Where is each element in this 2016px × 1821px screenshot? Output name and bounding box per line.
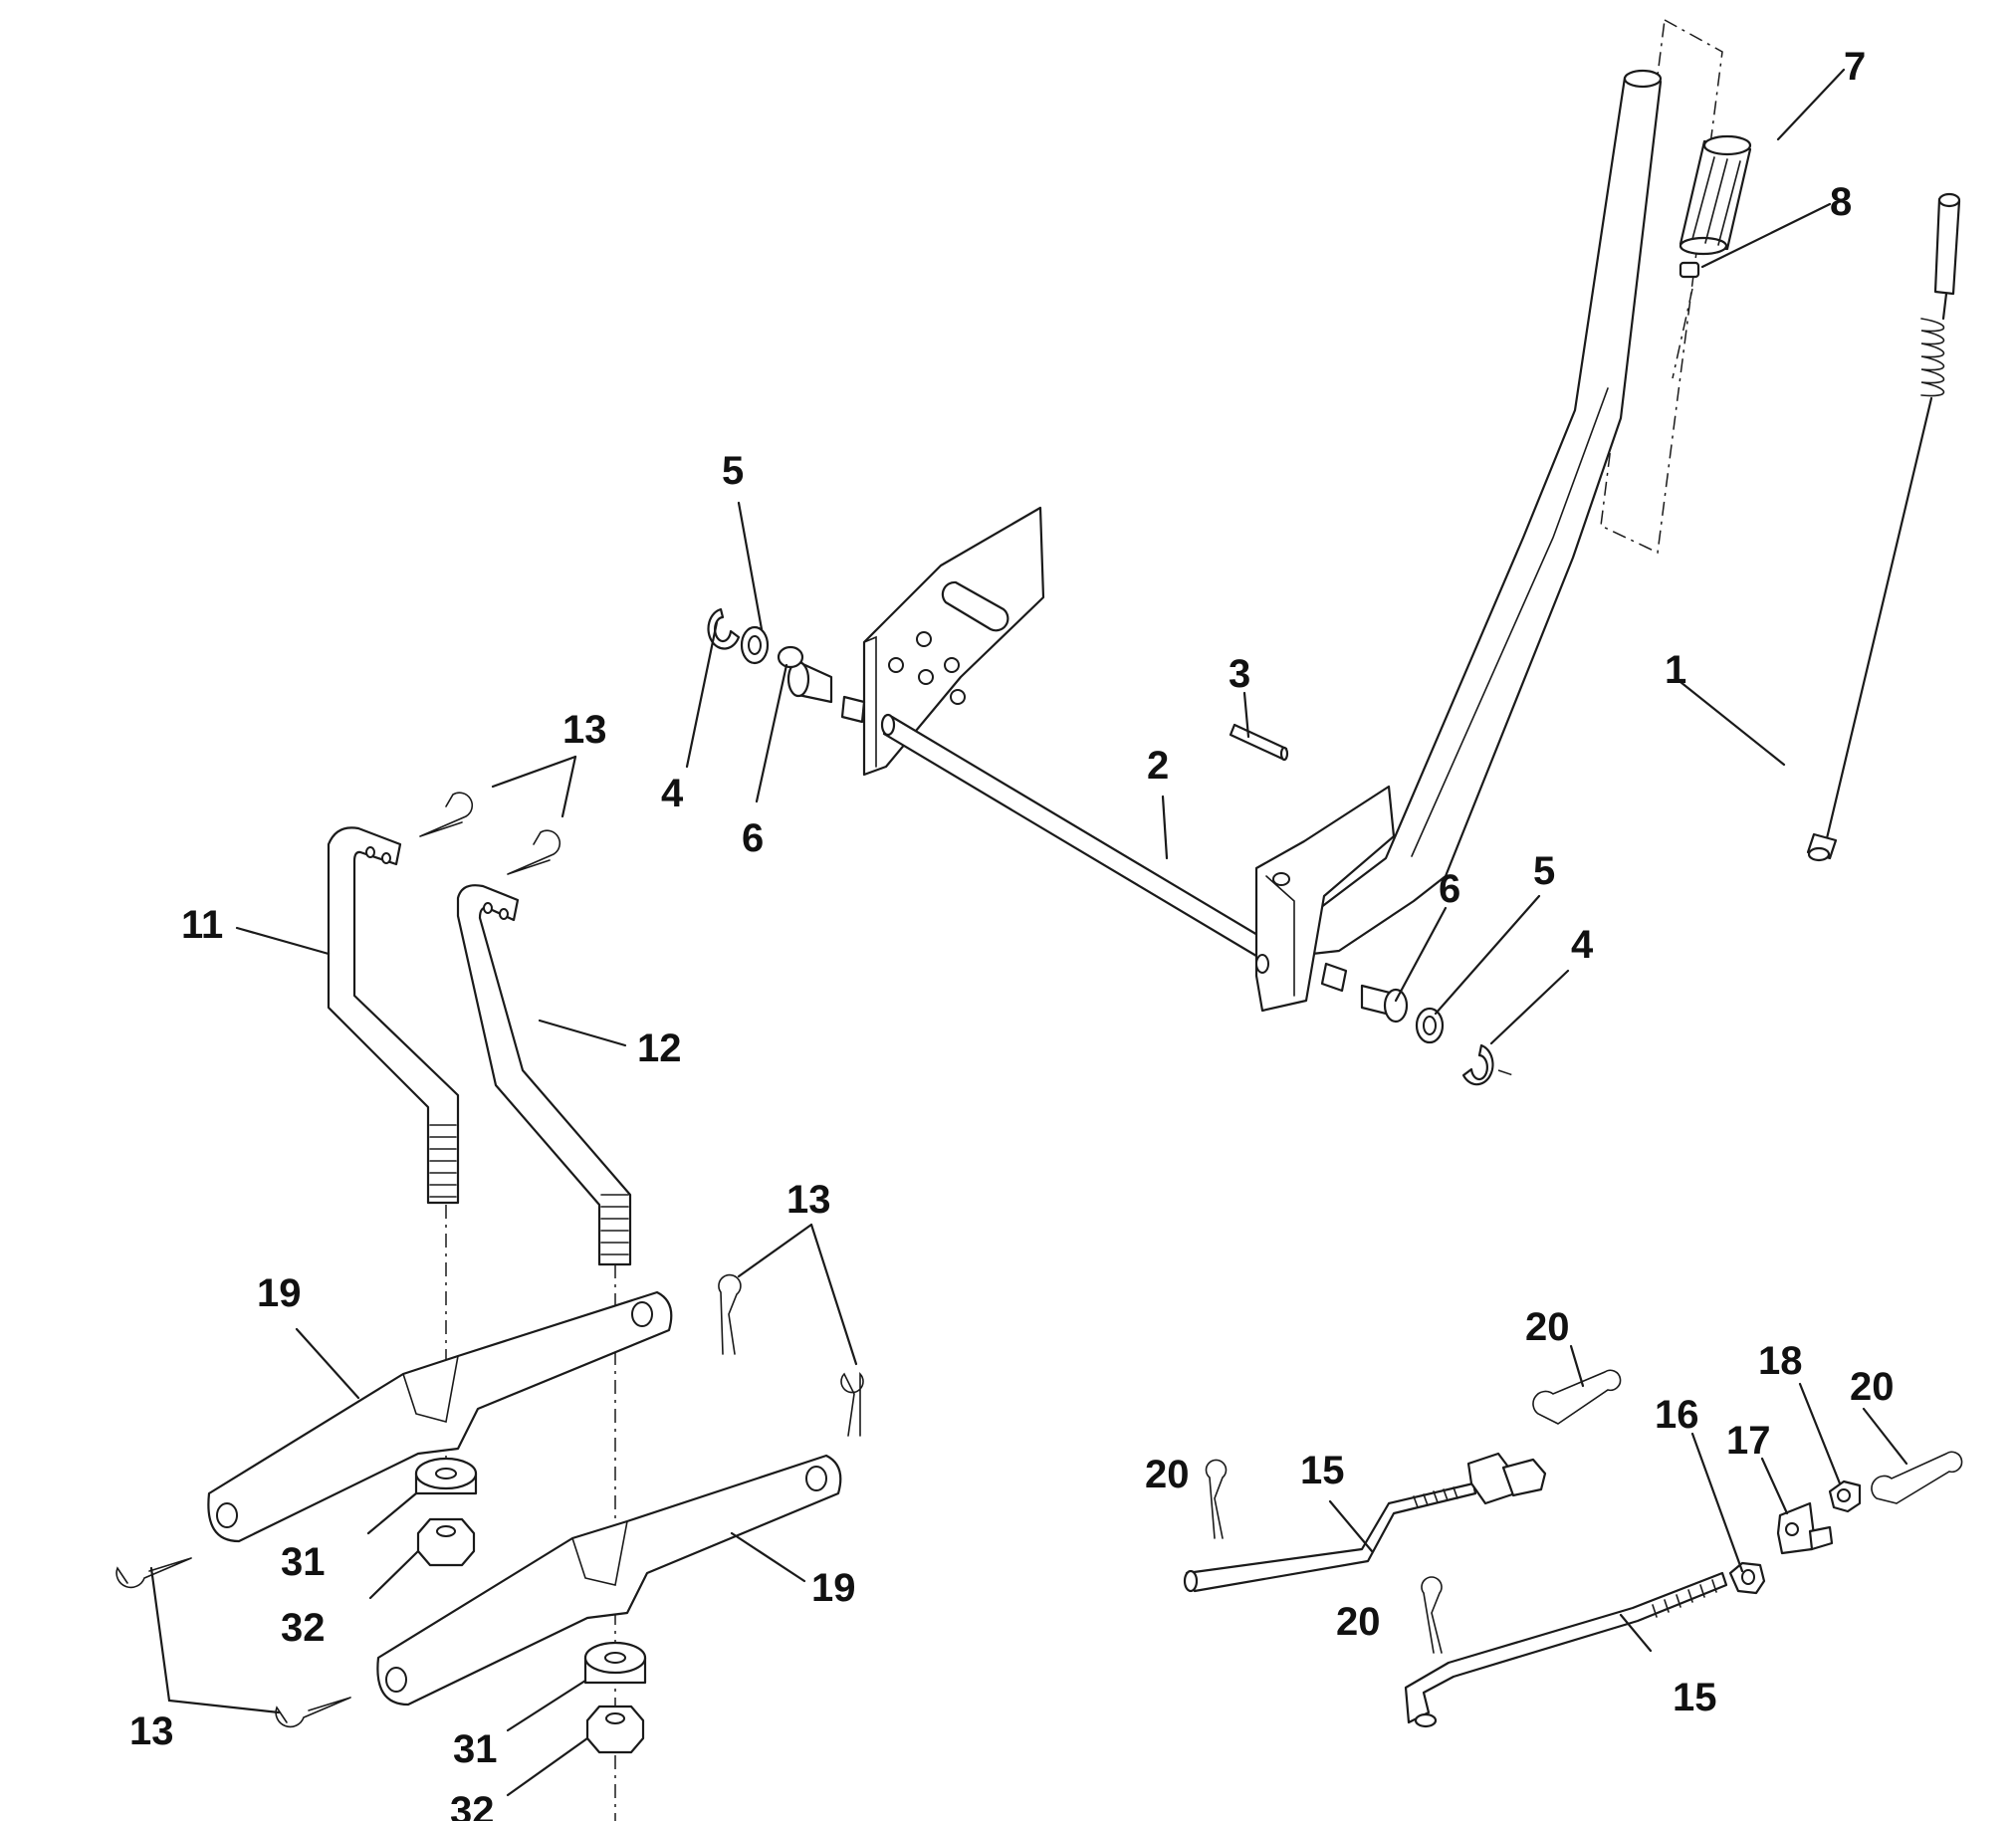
- hairpin-clip: [419, 792, 474, 837]
- callout-19-lower: 19: [811, 1566, 856, 1610]
- hairpin-clip-20: [1421, 1576, 1443, 1654]
- callout-5-right: 5: [1533, 849, 1555, 893]
- leader-lines: [149, 68, 1908, 1797]
- nut-16: [1728, 1561, 1766, 1595]
- shaft: [880, 713, 1286, 970]
- hand-grip: [1679, 134, 1752, 256]
- lift-link-right: [456, 884, 632, 1266]
- hairpin-clip-20: [1205, 1459, 1228, 1539]
- grip-set-screw: [1679, 261, 1700, 279]
- hairpin-clip: [718, 1273, 742, 1355]
- callout-32-upper: 32: [281, 1606, 326, 1650]
- hairpin-clip: [275, 1697, 351, 1728]
- adjust-rod-upper: [1183, 1452, 1547, 1593]
- callout-32-lower: 32: [450, 1789, 495, 1821]
- nut-18: [1828, 1480, 1862, 1513]
- callout-4-left: 4: [661, 772, 684, 815]
- lift-arm-upper: [207, 1290, 673, 1543]
- washer-right: [1415, 1007, 1445, 1044]
- bushing-31-upper: [414, 1457, 478, 1495]
- hairpin-clip: [507, 829, 561, 875]
- adjust-block-17: [1776, 1501, 1834, 1555]
- callout-19-upper: 19: [257, 1271, 302, 1315]
- hairpin-clip-20: [1532, 1369, 1622, 1425]
- callout-20-right: 20: [1850, 1365, 1895, 1409]
- callout-20-bottom: 20: [1336, 1600, 1381, 1644]
- e-clip-right: [1461, 1043, 1494, 1086]
- bushing-31-lower: [583, 1641, 647, 1685]
- callout-2: 2: [1147, 744, 1169, 788]
- callout-4-right: 4: [1571, 923, 1594, 967]
- callout-31-lower: 31: [453, 1727, 498, 1771]
- mounting-plate: [862, 506, 1045, 777]
- phantom-outline: [1600, 18, 1723, 555]
- shaft-pin-left: [840, 695, 866, 724]
- lift-link-left: [327, 826, 460, 1205]
- bushing-left: [777, 645, 833, 704]
- callout-6-right: 6: [1439, 867, 1460, 911]
- callout-3: 3: [1229, 652, 1250, 696]
- adjust-rod-lower: [1404, 1571, 1728, 1728]
- callout-15-lower: 15: [1673, 1676, 1717, 1719]
- callout-15-upper: 15: [1300, 1449, 1345, 1492]
- callout-1: 1: [1665, 648, 1686, 692]
- lift-arm-lower: [376, 1454, 842, 1707]
- callout-17: 17: [1726, 1419, 1771, 1463]
- hairpin-clip: [115, 1557, 192, 1589]
- lift-cable: [1806, 192, 1961, 862]
- callout-labels: 1 2 3 4 5 6 6 5 4 7 8 11 12 13 13 13 19 …: [129, 45, 1895, 1821]
- washer-left: [740, 625, 770, 665]
- callout-7: 7: [1844, 45, 1866, 89]
- nut-32-lower: [585, 1705, 645, 1754]
- bushing-right: [1360, 984, 1409, 1024]
- shaft-pin-right: [1320, 962, 1348, 993]
- axis-line-right: [1497, 1069, 1514, 1076]
- nut-32-upper: [416, 1517, 476, 1567]
- roll-pin: [1229, 723, 1289, 762]
- callout-12: 12: [637, 1026, 682, 1070]
- callout-31-upper: 31: [281, 1540, 326, 1584]
- callout-6-left: 6: [742, 816, 764, 860]
- callout-18: 18: [1758, 1339, 1803, 1383]
- callout-20-top: 20: [1525, 1305, 1570, 1349]
- lift-lever: [1292, 69, 1663, 958]
- lever-bracket: [1254, 785, 1396, 1013]
- callout-16: 16: [1655, 1393, 1699, 1437]
- hairpin-clip-20: [1871, 1451, 1963, 1504]
- callout-11: 11: [181, 903, 223, 947]
- callout-13-middle: 13: [786, 1178, 831, 1222]
- callout-13-bottom: 13: [129, 1709, 174, 1753]
- callout-5-left: 5: [722, 449, 744, 493]
- callout-20-left: 20: [1145, 1453, 1190, 1496]
- hairpin-clip: [840, 1371, 864, 1437]
- callout-13-top: 13: [562, 708, 607, 752]
- callout-8: 8: [1830, 180, 1852, 224]
